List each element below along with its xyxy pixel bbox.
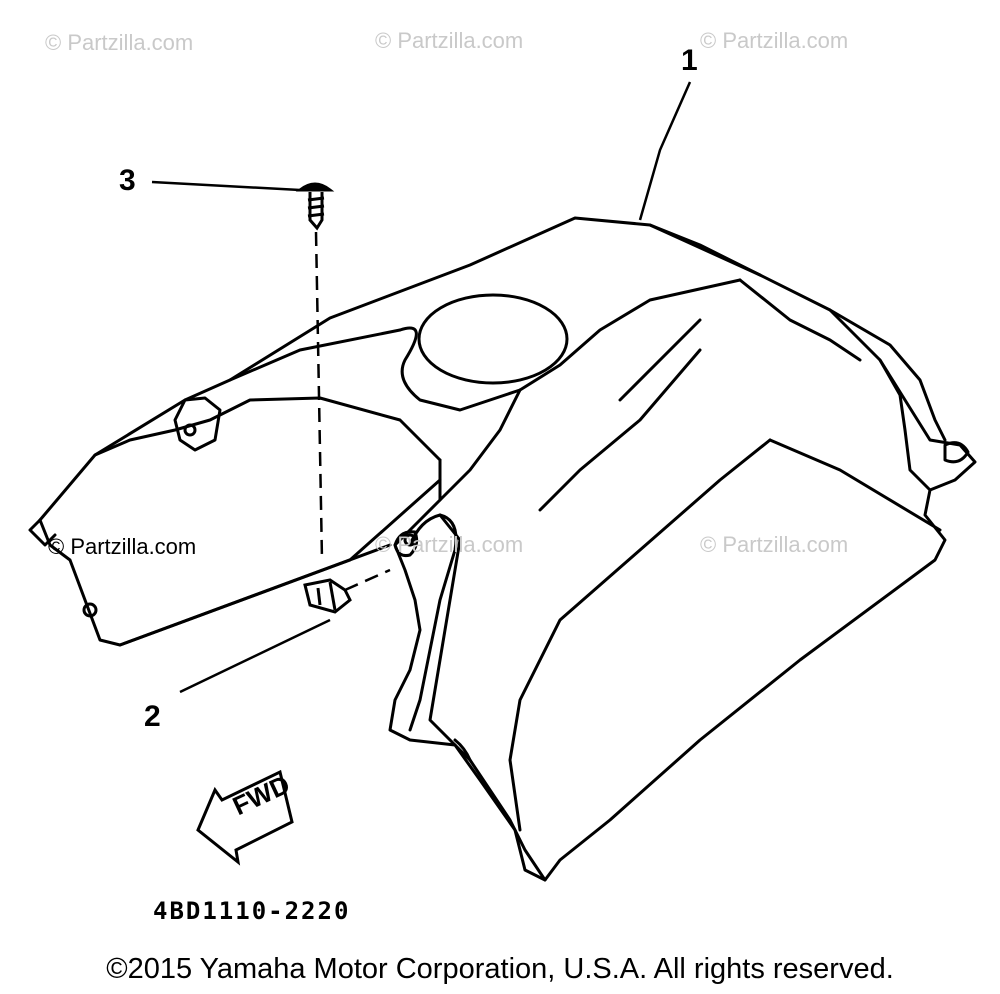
clip-part-2 <box>303 578 352 614</box>
cover-oval-opening <box>417 293 569 385</box>
screw-axis-line <box>314 231 324 561</box>
watermark-text: © Partzilla.com <box>700 28 849 53</box>
watermark-text: © Partzilla.com <box>45 30 194 55</box>
leader-line-1 <box>638 81 692 221</box>
watermark-text: © Partzilla.com <box>700 532 849 557</box>
leader-line-2 <box>179 618 331 694</box>
cover-outline <box>38 216 977 882</box>
copyright-notice: ©2015 Yamaha Motor Corporation, U.S.A. A… <box>106 953 894 985</box>
watermark-text: © Partzilla.com <box>375 28 524 53</box>
screw-part-3 <box>295 182 335 231</box>
callout-part-2: 2 <box>144 700 161 733</box>
fwd-arrow <box>196 769 294 866</box>
callout-part-1: 1 <box>681 44 698 77</box>
diagram-code: 4BD1110-2220 <box>153 897 351 925</box>
callout-part-3: 3 <box>119 164 136 197</box>
clip-axis-line <box>344 568 391 592</box>
leader-line-3 <box>151 180 301 192</box>
watermark-text: © Partzilla.com <box>48 534 197 559</box>
watermark-text: © Partzilla.com <box>375 532 524 557</box>
cover-inner-rim <box>93 396 442 462</box>
